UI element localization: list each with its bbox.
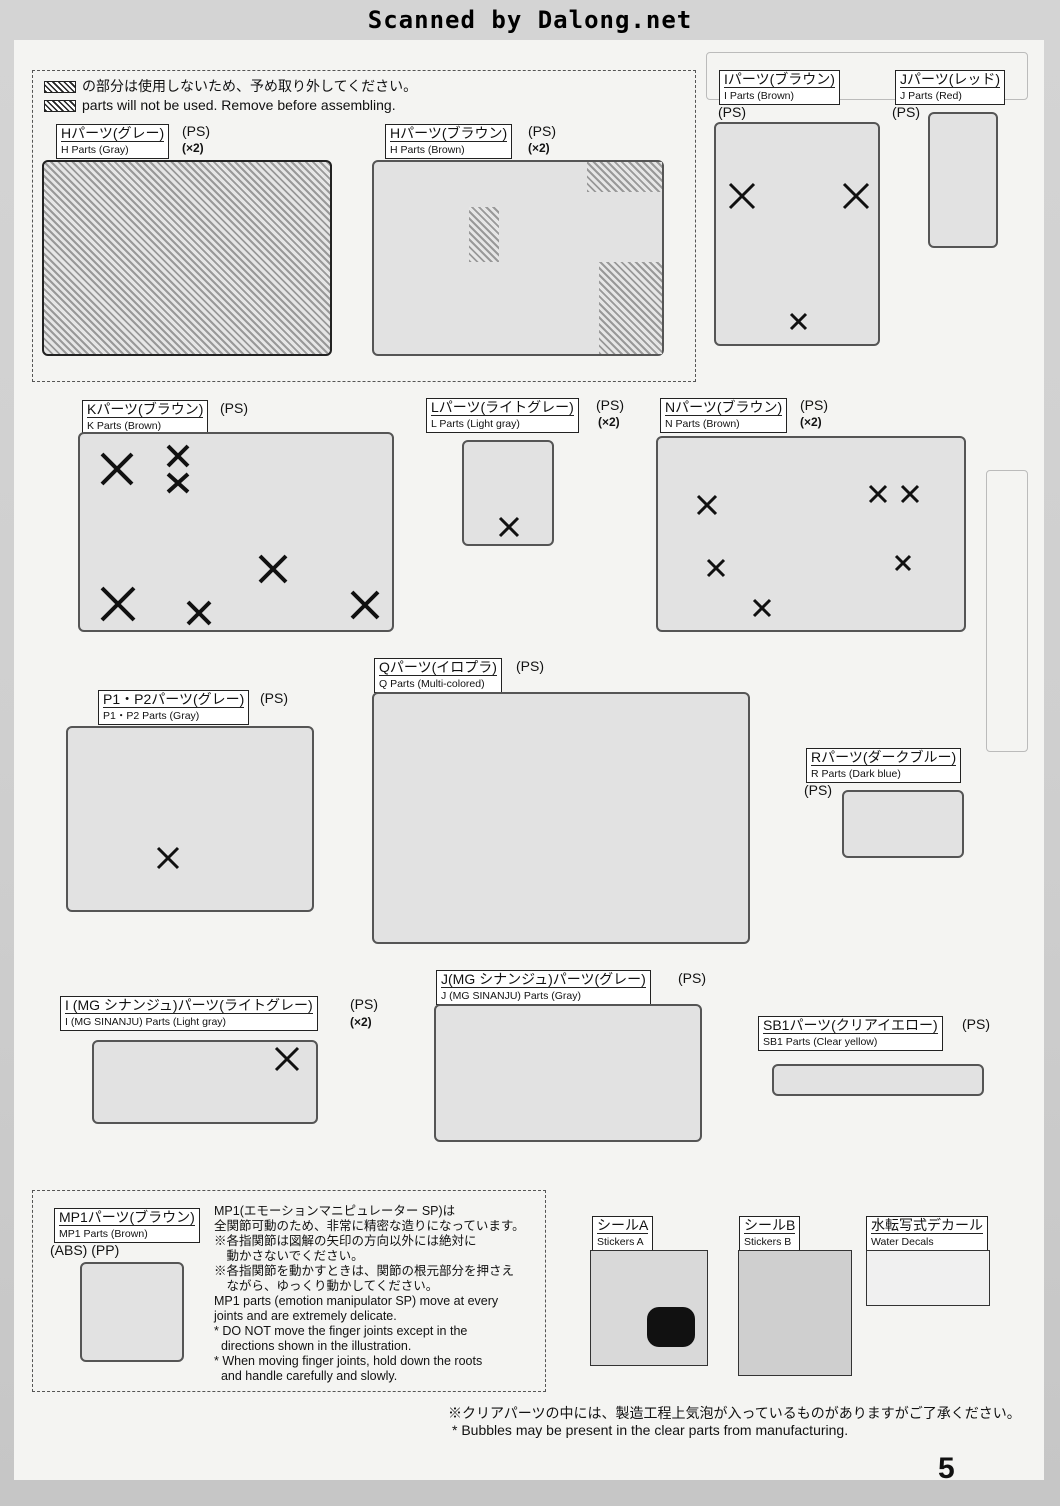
material-k-brown: (PS) [220, 400, 248, 416]
material-j-red: (PS) [892, 104, 920, 120]
water-decal-sheet [866, 1250, 990, 1306]
qty-h-brown: (×2) [528, 141, 550, 155]
material-n-brown: (PS) [800, 397, 828, 413]
material-q-multi: (PS) [516, 658, 544, 674]
sticker-dark-patch [647, 1307, 695, 1347]
material-r-dblue: (PS) [804, 782, 832, 798]
label-h-gray: Hパーツ(グレー)H Parts (Gray) [56, 124, 170, 159]
label-j-mg: J(MG シナンジュ)パーツ(グレー)J (MG SINANJU) Parts … [436, 970, 651, 1005]
runner-r-dblue [842, 790, 964, 858]
runner-h-brown [372, 160, 664, 356]
mp1-notes: MP1(エモーションマニピュレーター SP)は 全関節可動のため、非常に精密な造… [214, 1204, 525, 1383]
hatch-swatch-icon [44, 81, 76, 94]
material-mp1: (ABS) (PP) [50, 1242, 120, 1258]
material-j-mg: (PS) [678, 970, 706, 986]
material-i-mg: (PS) [350, 996, 378, 1012]
label-l-lgray: Lパーツ(ライトグレー)L Parts (Light gray) [426, 398, 579, 433]
material-h-gray: (PS) [182, 123, 210, 139]
sticker-sheet-b [738, 1250, 852, 1376]
label-q-multi: Qパーツ(イロプラ)Q Parts (Multi-colored) [374, 658, 502, 693]
material-l-lgray: (PS) [596, 397, 624, 413]
watermark: Scanned by Dalong.net [367, 6, 693, 34]
runner-mp1 [80, 1262, 184, 1362]
unused-parts-area [32, 70, 696, 382]
hatch-swatch-icon [44, 100, 76, 113]
footer-note-en: * Bubbles may be present in the clear pa… [452, 1422, 849, 1438]
cross-marks [728, 182, 870, 331]
label-j-red: Jパーツ(レッド)J Parts (Red) [895, 70, 1006, 105]
runner-n-brown [656, 436, 966, 632]
runner-j-red [928, 112, 998, 248]
sticker-sheet-a [590, 1250, 708, 1366]
notice-en: parts will not be used. Remove before as… [44, 97, 396, 114]
label-i-mg: I (MG シナンジュ)パーツ(ライトグレー)I (MG SINANJU) Pa… [60, 996, 318, 1031]
background-ghost [706, 52, 1028, 100]
runner-k-brown [78, 432, 394, 632]
runner-i-mg [92, 1040, 318, 1124]
runner-l-lgray [462, 440, 554, 546]
runner-j-mg [434, 1004, 702, 1142]
qty-i-mg: (×2) [350, 1015, 372, 1029]
material-p-gray: (PS) [260, 690, 288, 706]
cross-marks [156, 846, 180, 870]
label-i-brown: Iパーツ(ブラウン)I Parts (Brown) [719, 70, 840, 105]
label-p-gray: P1・P2パーツ(グレー)P1・P2 Parts (Gray) [98, 690, 250, 725]
label-sb1: SB1パーツ(クリアイエロー)SB1 Parts (Clear yellow) [758, 1016, 943, 1051]
cross-marks [100, 444, 380, 626]
qty-n-brown: (×2) [800, 415, 822, 429]
cross-marks [696, 484, 920, 618]
runner-h-gray [42, 160, 332, 356]
mp1-area [32, 1190, 546, 1392]
hatched-part [587, 162, 662, 192]
hatched-part [469, 207, 499, 262]
label-k-brown: Kパーツ(ブラウン)K Parts (Brown) [82, 400, 209, 435]
label-h-brown: Hパーツ(ブラウン)H Parts (Brown) [385, 124, 513, 159]
label-n-brown: Nパーツ(ブラウン)N Parts (Brown) [660, 398, 788, 433]
label-mp1: MP1パーツ(ブラウン)MP1 Parts (Brown) [54, 1208, 200, 1243]
runner-p-gray [66, 726, 314, 912]
runner-q-multi [372, 692, 750, 944]
qty-l-lgray: (×2) [598, 415, 620, 429]
notice-jp-text: の部分は使用しないため、予め取り外してください。 [82, 78, 418, 94]
background-ghost [986, 470, 1028, 752]
footer-note-jp: ※クリアパーツの中には、製造工程上気泡が入っているものがありますがご了承ください… [448, 1405, 1021, 1421]
qty-h-gray: (×2) [182, 141, 204, 155]
label-r-dblue: Rパーツ(ダークブルー)R Parts (Dark blue) [806, 748, 962, 783]
runner-i-brown [714, 122, 880, 346]
material-i-brown: (PS) [718, 104, 746, 120]
notice-en-text: parts will not be used. Remove before as… [82, 97, 396, 113]
runner-sb1 [772, 1064, 984, 1096]
cross-marks [498, 516, 520, 538]
notice-jp: の部分は使用しないため、予め取り外してください。 [44, 78, 417, 95]
material-sb1: (PS) [962, 1016, 990, 1032]
hatched-part [599, 262, 662, 354]
material-h-brown: (PS) [528, 123, 556, 139]
cross-marks [274, 1046, 300, 1072]
page-number: 5 [938, 1452, 955, 1485]
